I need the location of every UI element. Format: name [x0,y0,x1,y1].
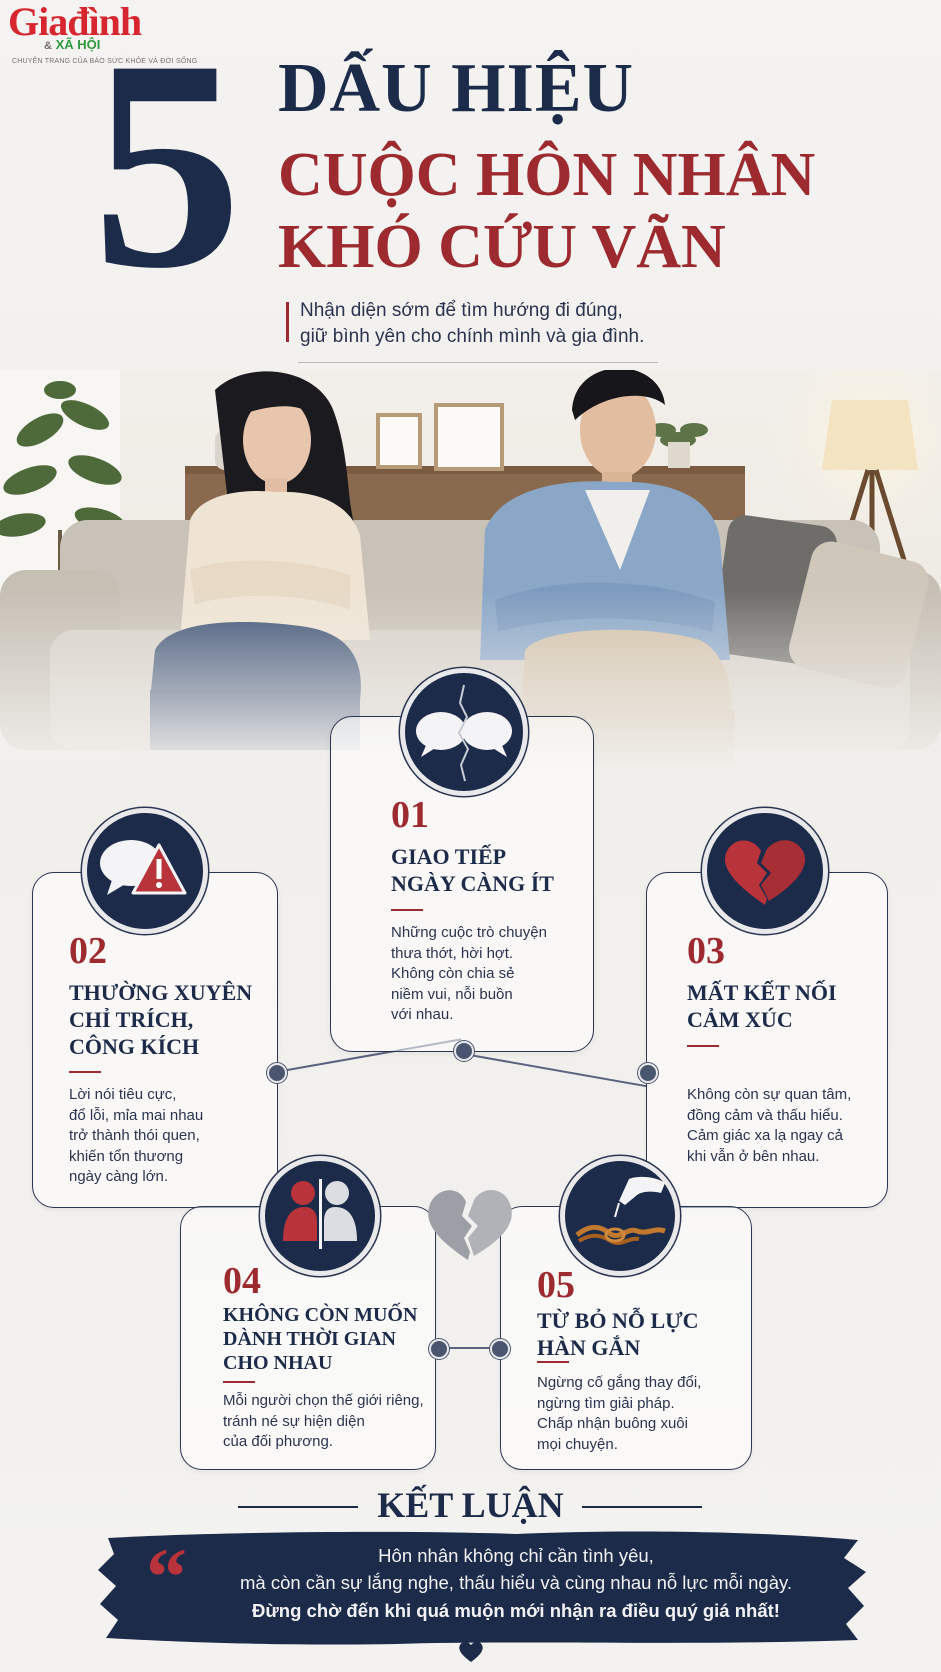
connector-01-03 [463,1053,648,1088]
card-03-number: 03 [687,930,725,972]
card-01-title: GIAO TIẾP NGÀY CÀNG ÍT [391,844,554,896]
speech-warning-icon [82,808,208,934]
broken-speech-bubbles-icon [400,668,528,796]
logo-tagline: CHUYÊN TRANG CỦA BÁO SỨC KHỎE VÀ ĐỜI SỐN… [12,58,198,65]
title-line-1: DẤU HIỆU [278,50,635,127]
card-02-number: 02 [69,930,107,972]
untying-rope-icon [560,1156,680,1276]
card-04-body: Mỗi người chọn thế giới riêng, tránh né … [223,1392,424,1450]
connector-04-05 [438,1347,500,1349]
back-to-back-people-icon [260,1156,380,1276]
card-03-body: Không còn sự quan tâm, đồng cảm và thấu … [687,1086,852,1165]
connector-dot [454,1041,474,1061]
logo-amp: & [44,40,52,52]
card-02-body: Lời nói tiêu cực, đổ lỗi, mỉa mai nhau t… [69,1086,204,1185]
conclusion-rule-left [238,1506,358,1508]
card-04-number: 04 [223,1260,261,1302]
conclusion-rule-right [582,1506,702,1508]
subtitle-accent-bar [286,302,289,342]
quote-mark: “ [146,1531,187,1622]
connector-dot [490,1339,510,1359]
logo-xahoi: XÃ HỘI [55,37,101,52]
subtitle-divider [298,362,658,363]
broken-heart-icon [702,808,828,934]
subtitle: Nhận diện sớm để tìm hướng đi đúng, giữ … [300,298,644,350]
subtitle-line-1: Nhận diện sớm để tìm hướng đi đúng, [300,300,623,321]
card-05-number: 05 [537,1264,575,1306]
conclusion-title: KẾT LUẬN [377,1485,564,1525]
card-03-dash [687,1045,719,1047]
conclusion-line-1: Hôn nhân không chỉ cần tình yêu, [378,1545,654,1566]
card-02-title: THƯỜNG XUYÊN CHỈ TRÍCH, CÔNG KÍCH [69,980,253,1059]
bottom-heart-icon [459,1642,483,1662]
card-05-title: TỪ BỎ NỖ LỰC HÀN GẮN [537,1308,699,1360]
title-line-2: CUỘC HÔN NHÂN [278,141,816,209]
card-05-body: Ngừng cố gắng thay đổi, ngừng tìm giải p… [537,1374,702,1453]
card-02: 02 THƯỜNG XUYÊN CHỈ TRÍCH, CÔNG KÍCH Lời… [32,872,278,1208]
card-01-body: Những cuộc trò chuyện thưa thớt, hời hợt… [391,924,547,1023]
logo-name-top: Giađình [8,0,142,44]
card-05: 05 TỪ BỎ NỖ LỰC HÀN GẮN Ngừng cố gắng th… [500,1206,752,1470]
card-05-dash [537,1361,569,1363]
connector-dot [638,1063,658,1083]
card-01-dash [391,909,423,911]
connector-dot [429,1339,449,1359]
title-line-3: KHÓ CỨU VÃN [278,213,726,281]
connector-dot [267,1063,287,1083]
card-01-number: 01 [391,794,429,836]
center-broken-heart-icon [428,1189,512,1260]
conclusion-line-3: Đừng chờ đến khi quá muộn mới nhận ra đi… [252,1600,780,1621]
conclusion-line-2: mà còn cần sự lắng nghe, thấu hiểu và cù… [239,1572,793,1593]
card-04-title: KHÔNG CÒN MUỐN DÀNH THỜI GIAN CHO NHAU [223,1304,418,1374]
subtitle-line-2: giữ bình yên cho chính mình và gia đình. [300,326,645,347]
big-number: 5 [92,0,242,330]
logo-name-bottom: & XÃ HỘI [44,37,100,52]
card-02-dash [69,1071,101,1073]
card-04-dash [223,1381,255,1383]
card-01: 01 GIAO TIẾP NGÀY CÀNG ÍT Những cuộc trò… [330,716,594,1052]
brush-stroke-background [98,1531,866,1645]
card-03-title: MẤT KẾT NỐI CẢM XÚC [687,980,837,1032]
